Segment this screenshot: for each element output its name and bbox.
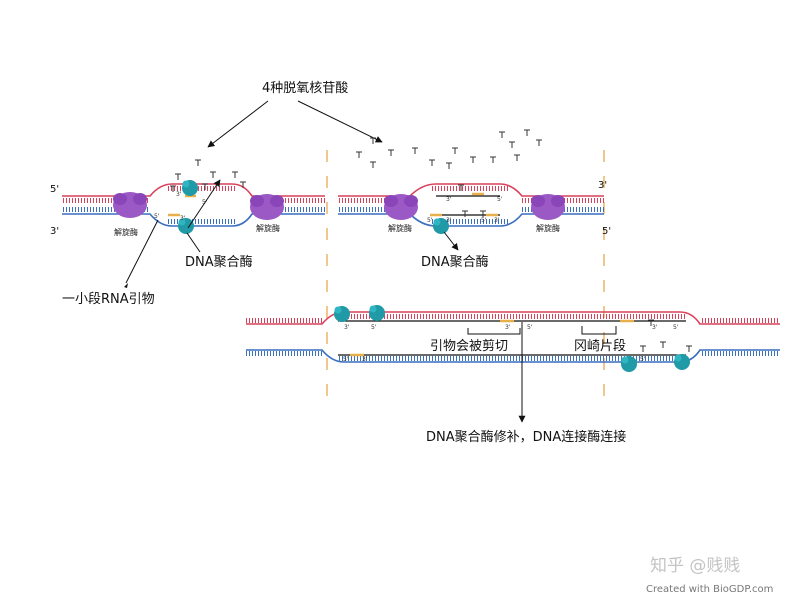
stage3-small-3-c: 3': [652, 324, 658, 331]
stage-1: 5' 3' 3' 5' 5' 3' 解旋酶 解旋酶 DNA聚合酶 一小段RNA引…: [50, 159, 325, 307]
stage2-polymerase-arrow: [443, 231, 459, 251]
stage2-top-rungs-bubble: [430, 186, 510, 191]
stage2-bottom-strand: [338, 213, 604, 227]
repair-ligase-label: DNA聚合酶修补，DNA连接酶连接: [426, 429, 626, 445]
rna-primer-label: 一小段RNA引物: [62, 292, 155, 307]
stage1-bottom-left-end: 3': [50, 226, 59, 237]
stage2-small-5-c: 5': [481, 217, 487, 224]
watermark: 知乎 @贱贱: [650, 556, 740, 576]
stage1-helicase-right: [250, 194, 284, 220]
stage3-top-rungs-left: [246, 318, 322, 323]
stage2-small-3-b: 3': [446, 217, 452, 224]
stage1-small-5-b: 5': [154, 213, 160, 220]
stage1-top-left-end: 5': [50, 184, 59, 195]
stage1-polymerase-label: DNA聚合酶: [185, 254, 253, 270]
arrow-to-left-nucleotides: [207, 100, 269, 148]
stage2-top-strand: [338, 183, 604, 197]
rna-primer-pointer-tip: [124, 283, 128, 288]
stage3-small-5-e: 5': [640, 356, 646, 363]
stage1-top-rungs-right: [252, 198, 325, 203]
stage1-helicase-left: [113, 192, 147, 218]
stage3-polymerase-left-1: [334, 306, 350, 322]
arrow-to-right-nucleotides: [297, 100, 383, 143]
stage2-bottom-right-end: 5': [602, 226, 611, 237]
stage3-polymerase-right-2: [674, 354, 690, 370]
stage2-polymerase: [433, 218, 449, 234]
stage2-helicase-left: [384, 194, 418, 220]
stage1-helicase-right-label: 解旋酶: [256, 223, 280, 233]
stage1-top-rungs-bubble: [166, 186, 236, 191]
stage1-free-nucleotides: [170, 159, 246, 192]
stage1-polymerase-arrow-bottom: [186, 232, 201, 253]
stage3-small-5-b: 5': [527, 324, 533, 331]
stage1-bottom-rungs-bubble: [166, 219, 236, 224]
deoxynucleotides-label: 4种脱氧核苷酸: [262, 81, 348, 96]
stage3-free-nucleotides: [640, 319, 692, 352]
stage1-bottom-rungs-left: [62, 207, 150, 212]
stage2-small-3-a: 3': [446, 196, 452, 203]
stage3-small-3-b: 3': [505, 324, 511, 331]
stage1-polymerase-arrow-top: [187, 179, 221, 229]
primer-removed-label: 引物会被剪切: [430, 338, 508, 354]
stage2-small-3-c: 3': [494, 217, 500, 224]
rna-primer-pointer: [125, 219, 159, 284]
stage3-polymerase-right-1: [621, 356, 637, 372]
stage2-helicase-left-label: 解旋酶: [388, 223, 412, 233]
stage3-bottom-rungs-bubble: [338, 356, 686, 361]
stage3-small-5-c: 5': [673, 324, 679, 331]
stage2-helicase-right-label: 解旋酶: [536, 223, 560, 233]
stage1-bottom-strand: [62, 213, 325, 227]
stage2-top-right-end: 3': [598, 180, 607, 191]
stage1-helicase-left-label: 解旋酶: [114, 227, 138, 237]
stage2-bottom-rungs-bubble: [430, 219, 510, 224]
stage1-bottom-rungs-right: [252, 207, 325, 212]
okazaki-label: 冈崎片段: [574, 339, 626, 354]
stage2-small-5-a: 5': [497, 196, 503, 203]
stage2-polymerase-label: DNA聚合酶: [421, 254, 489, 270]
stage3-top-strand: [246, 311, 780, 325]
stage1-small-3-b: 3': [180, 215, 186, 222]
stage3-bottom-rungs-right: [700, 351, 780, 356]
stage3-small-3-d: 3': [362, 356, 368, 363]
stage-2: 3' 5' 3' 5' 5' 3' 5' 3' 解旋酶 解旋酶 DNA聚合酶: [338, 129, 611, 270]
okazaki-bracket: [581, 326, 617, 335]
stage3-bottom-rungs-left: [246, 351, 322, 356]
credit-text: Created with BioGDP.com: [646, 584, 773, 595]
stage3-small-3-a: 3': [344, 324, 350, 331]
stage2-helicase-right: [531, 194, 565, 220]
stage3-top-rungs-bubble: [338, 314, 686, 319]
stage3-polymerase-left-2: [369, 305, 385, 321]
stage3-small-5-d: 5': [343, 356, 349, 363]
stage2-free-nucleotides: [356, 129, 542, 217]
stage1-polymerase-top: [182, 180, 198, 196]
stage2-small-5-b: 5': [427, 217, 433, 224]
stage1-small-3-a: 3': [176, 191, 182, 198]
stage-3: 3' 5' 3' 5' 3' 5' 5' 3' 5' 引物会被剪切 冈崎片段 D…: [246, 305, 780, 445]
stage3-bottom-strand: [246, 349, 780, 363]
stage2-top-rungs-left: [338, 198, 410, 203]
stage2-bottom-rungs-left: [338, 207, 410, 212]
stage1-top-rungs-left: [62, 198, 150, 203]
stage1-polymerase-bottom: [178, 218, 194, 234]
stage3-small-5-a: 5': [371, 324, 377, 331]
primer-removed-bracket: [467, 328, 521, 335]
stage3-top-rungs-right: [700, 318, 780, 323]
